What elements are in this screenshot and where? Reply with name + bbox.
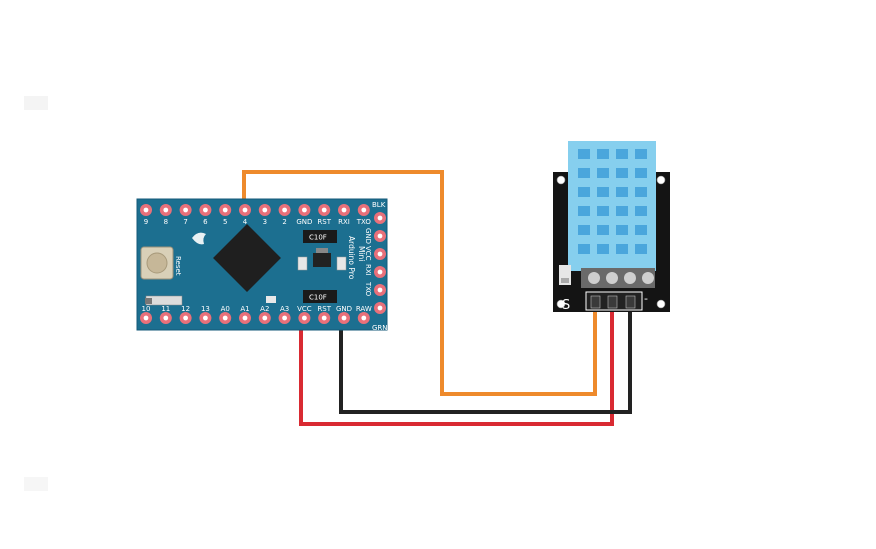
vent-slot <box>597 244 609 254</box>
top-pin-label: GND <box>296 218 312 226</box>
right-pin-label: VCC <box>364 246 372 261</box>
board-mini-label: Mini <box>357 246 366 261</box>
bottom-pin-label: RST <box>317 305 331 313</box>
smd-component <box>297 256 308 271</box>
top-pin-label: 5 <box>223 218 227 226</box>
bottom-pin-label: VCC <box>297 305 312 313</box>
signal-wire <box>242 170 597 396</box>
right-pin-label: GND <box>364 228 372 244</box>
voltage-regulator <box>313 253 331 267</box>
bottom-header-pins <box>140 312 370 324</box>
gnd-wire <box>339 300 632 414</box>
vent-slot <box>597 187 609 197</box>
right-header-pins <box>374 212 386 314</box>
vent-slot <box>578 149 590 159</box>
reset-button-cap <box>146 252 168 274</box>
vent-slot <box>597 225 609 235</box>
background-mark <box>24 477 48 491</box>
vent-slot <box>597 149 609 159</box>
vent-slot <box>578 244 590 254</box>
vent-slot <box>635 149 647 159</box>
right-pin-label: TXO <box>364 281 372 297</box>
top-pin-label: RXI <box>338 218 350 226</box>
top-pin-label: TXO <box>356 218 372 226</box>
bottom-pin-label: 10 <box>142 305 151 313</box>
sensor-vents <box>578 149 647 254</box>
capacitor-top <box>303 230 337 243</box>
vent-slot <box>578 206 590 216</box>
vent-slot <box>635 244 647 254</box>
bottom-pin-label: RAW <box>356 305 372 313</box>
vent-slot <box>578 225 590 235</box>
top-pin-label: 9 <box>144 218 148 226</box>
top-pin-label: 7 <box>183 218 187 226</box>
bottom-pin-label: 11 <box>161 305 170 313</box>
corner-label-grn: GRN <box>372 324 388 332</box>
vent-slot <box>635 206 647 216</box>
dht11-sensor-module: S - <box>553 141 670 313</box>
top-pin-label: 3 <box>263 218 267 226</box>
bottom-pin-label: A2 <box>260 305 269 313</box>
bottom-pin-label: A1 <box>240 305 249 313</box>
led <box>266 296 276 303</box>
vent-slot <box>597 168 609 178</box>
vent-slot <box>616 244 628 254</box>
reset-label: Reset <box>174 256 182 276</box>
right-pin-labels: GND VCC RXI TXO <box>364 228 372 297</box>
vent-slot <box>616 149 628 159</box>
vent-slot <box>578 168 590 178</box>
vent-slot <box>635 168 647 178</box>
bottom-pin-label: GND <box>336 305 352 313</box>
top-pin-label: RST <box>317 218 331 226</box>
bottom-pin-label: 13 <box>201 305 210 313</box>
board-name-label: Arduino Pro <box>347 236 356 280</box>
vent-slot <box>635 187 647 197</box>
top-header-pins <box>140 204 370 216</box>
vent-slot <box>597 206 609 216</box>
vent-slot <box>616 187 628 197</box>
top-pin-label: 4 <box>243 218 248 226</box>
bottom-pin-label: 12 <box>181 305 190 313</box>
right-pin-label: RXI <box>364 264 372 276</box>
top-pin-label: 2 <box>282 218 286 226</box>
smd-component <box>336 256 347 271</box>
vent-slot <box>578 187 590 197</box>
vent-slot <box>616 168 628 178</box>
bottom-pin-label: A3 <box>280 305 289 313</box>
capacitor-bottom <box>303 290 337 303</box>
sensor-signal-marker: S <box>562 298 570 313</box>
top-pin-labels: 9 8 7 6 5 4 3 2 GND RST RXI TXO <box>144 218 372 226</box>
vcc-wire <box>299 300 614 426</box>
logo-icon <box>192 232 206 245</box>
bottom-pin-label: A0 <box>221 305 230 313</box>
vent-slot <box>616 225 628 235</box>
top-pin-label: 8 <box>164 218 168 226</box>
vent-slot <box>635 225 647 235</box>
capacitor-label-top: C10F <box>309 234 327 242</box>
top-pin-label: 6 <box>203 218 208 226</box>
sensor-minus-marker: - <box>644 292 648 305</box>
microcontroller-chip <box>213 224 281 292</box>
vent-slot <box>616 206 628 216</box>
capacitor-label-bottom: C10F <box>309 294 327 302</box>
corner-label-blk: BLK <box>372 201 386 209</box>
background-mark <box>24 96 48 110</box>
bottom-pin-labels: 10 11 12 13 A0 A1 A2 A3 VCC RST GND RAW <box>142 305 372 313</box>
